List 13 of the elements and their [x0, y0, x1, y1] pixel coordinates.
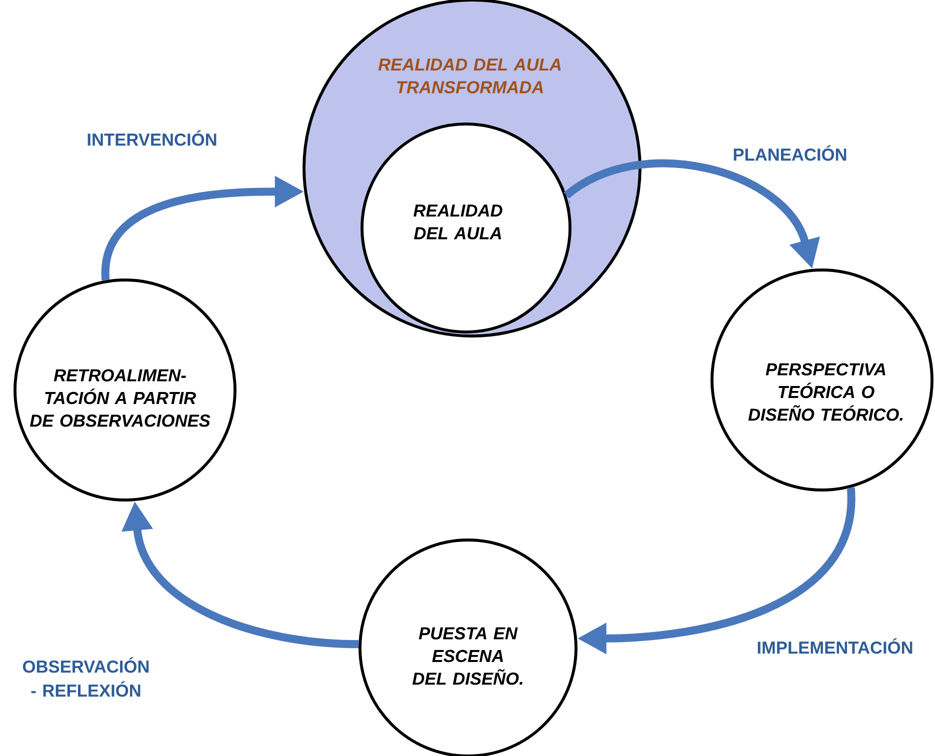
edge-label: OBSERVACIÓN - REFLEXIÓN	[23, 657, 149, 697]
circle-shape	[360, 122, 572, 334]
node-label: REALIDAD DEL AULA TRANSFORMADA	[378, 58, 561, 94]
node-label: PUESTA EN ESCENA DEL DISEÑO.	[412, 627, 522, 685]
edge-label: IMPLEMENTACIÓN	[758, 638, 912, 654]
edge-label: INTERVENCIÓN	[88, 130, 216, 146]
node-label: REALIDAD DEL AULA	[414, 204, 502, 240]
circle-shape	[14, 278, 236, 502]
node-label: RETROALIMEN-TACIÓN A PARTIR DE OBSERVACIONES	[30, 369, 210, 427]
circle-shape	[358, 538, 578, 756]
edge-label: PLANEACIÓN	[734, 145, 846, 161]
circle-shape	[710, 268, 934, 492]
node-label: PERSPECTIVA TEÓRICA O DISEÑO TEÓRICO.	[748, 363, 903, 421]
